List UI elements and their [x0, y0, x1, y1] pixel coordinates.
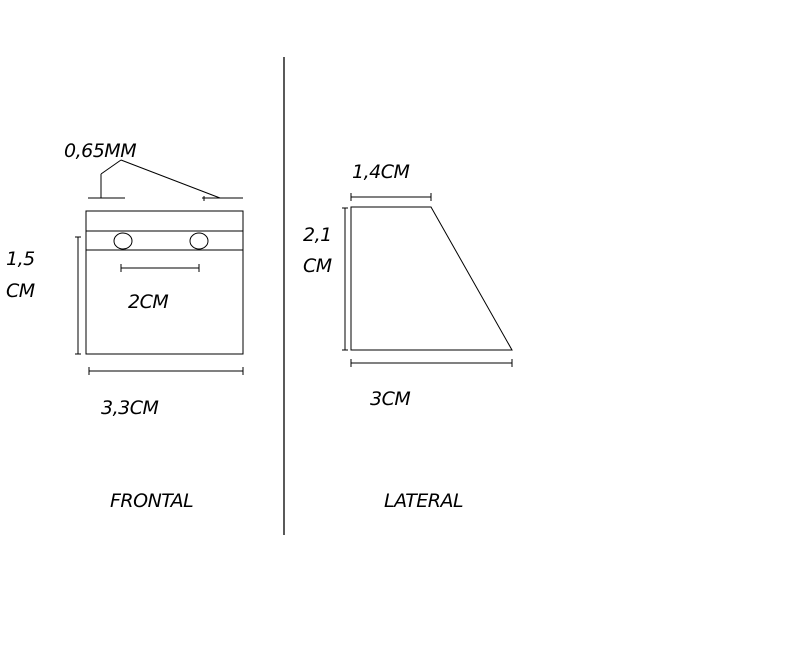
lateral-wedge-outline	[350, 206, 513, 351]
lateral-top-label: 1,4CM	[352, 161, 409, 183]
frontal-plate-outline	[85, 210, 244, 355]
frontal-height-dimension	[75, 236, 81, 355]
lateral-base-label: 3CM	[370, 388, 410, 410]
frontal-width-label: 3,3CM	[101, 397, 158, 419]
frontal-view-label: FRONTAL	[110, 490, 193, 512]
lateral-view: 1,4CM 2,1 CM 3CM LATERAL	[303, 161, 513, 512]
frontal-hole-spacing-label: 2CM	[128, 291, 168, 313]
frontal-height-label-1: 1,5	[6, 248, 35, 270]
frontal-view: 0,65MM 1,5 CM 2CM 3,3CM FRONTAL	[6, 140, 244, 512]
frontal-height-label-2: CM	[6, 280, 35, 302]
lateral-base-dimension	[350, 359, 513, 367]
frontal-thickness-mark-left	[88, 174, 125, 199]
frontal-hole-left	[113, 232, 133, 250]
frontal-thickness-label: 0,65MM	[64, 140, 136, 162]
frontal-thickness-leader-right	[120, 159, 221, 199]
lateral-height-label-1: 2,1	[303, 224, 332, 246]
frontal-width-dimension	[88, 367, 244, 375]
lateral-view-label: LATERAL	[384, 490, 463, 512]
frontal-thickness-leader-left	[100, 159, 122, 175]
lateral-height-dimension	[342, 207, 348, 351]
frontal-thickness-mark-right	[202, 196, 243, 201]
lateral-height-label-2: CM	[303, 255, 332, 277]
lateral-top-dimension	[350, 193, 432, 201]
frontal-hole-spacing-dimension	[120, 264, 200, 272]
frontal-hole-right	[189, 232, 209, 250]
